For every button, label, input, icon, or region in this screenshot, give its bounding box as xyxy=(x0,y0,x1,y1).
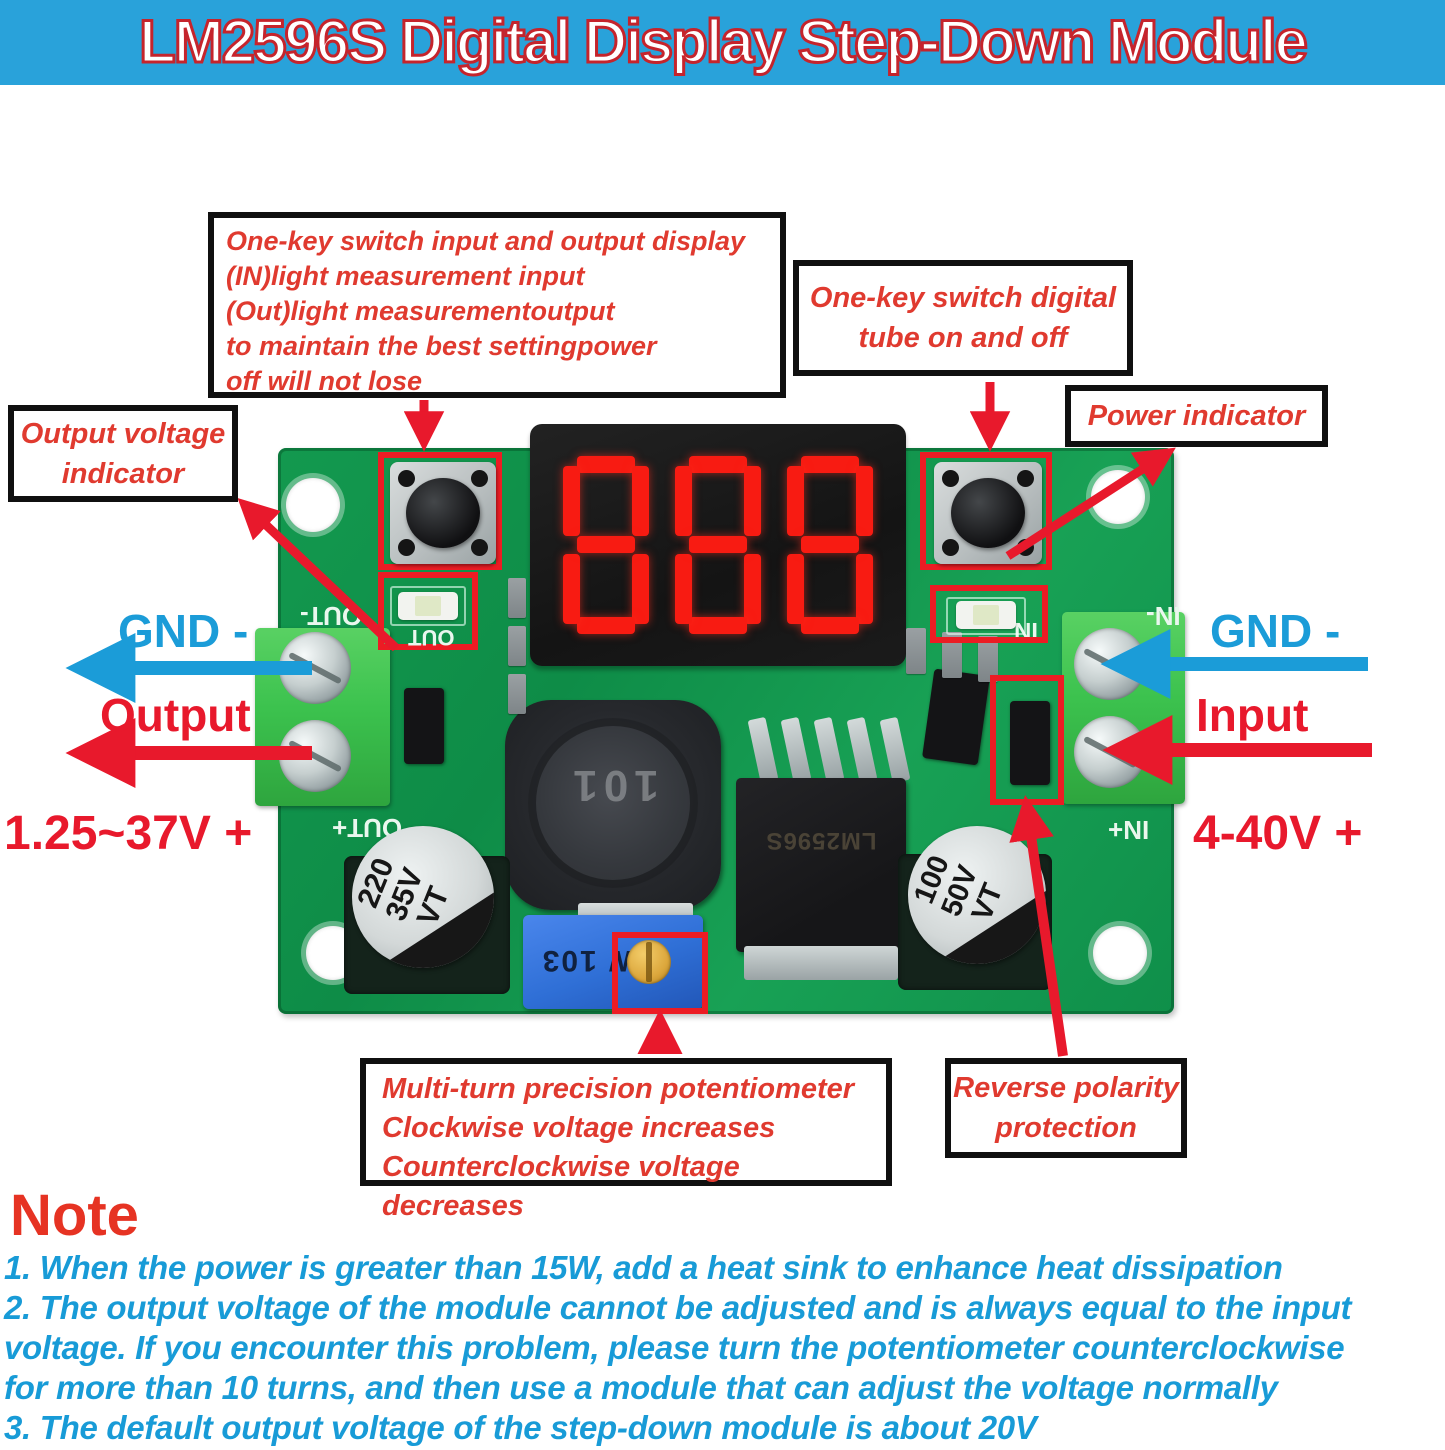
output-terminal xyxy=(255,628,390,806)
silkscreen-out-led: OUT xyxy=(408,625,455,650)
tube-switch-button-highlight xyxy=(920,452,1052,570)
button-pin xyxy=(398,539,415,556)
button-cap xyxy=(406,478,480,548)
button-cap xyxy=(951,478,1025,548)
button-pin xyxy=(1017,539,1034,556)
button-pin xyxy=(942,539,959,556)
inductor: 101 xyxy=(505,700,721,910)
smd-resistor xyxy=(508,674,526,714)
page-title: LM2596S Digital Display Step-Down Module xyxy=(138,7,1310,77)
smd-resistor xyxy=(906,628,926,674)
terminal-screw xyxy=(1074,716,1146,788)
display-digit xyxy=(675,456,761,634)
terminal-screw xyxy=(1074,628,1146,700)
callout-display-switch: One-key switch input and output display … xyxy=(208,212,786,398)
button-pin xyxy=(398,470,415,487)
callout-potentiometer: Multi-turn precision potentiometer Clock… xyxy=(360,1058,892,1222)
smd-resistor xyxy=(508,626,526,666)
label-input-gnd: GND - xyxy=(1210,605,1341,657)
output-led xyxy=(398,592,458,620)
input-led xyxy=(956,601,1016,629)
title-banner: LM2596S Digital Display Step-Down Module xyxy=(0,0,1445,85)
inductor-marking: 101 xyxy=(567,761,659,810)
smd-resistor xyxy=(942,632,962,678)
input-led-highlight xyxy=(930,585,1048,643)
silkscreen-in-minus: IN- xyxy=(1146,601,1181,631)
display-mode-button xyxy=(390,462,496,564)
label-input: Input xyxy=(1196,689,1309,741)
smd-resistor xyxy=(508,578,526,618)
led-chip xyxy=(415,596,441,616)
chip-lead xyxy=(747,716,779,784)
display-mode-button-highlight xyxy=(378,452,502,570)
reverse-diode xyxy=(1010,701,1050,785)
chip-lead xyxy=(846,716,878,784)
output-led-highlight: OUT xyxy=(378,572,478,650)
silkscreen-in-plus: IN+ xyxy=(1108,815,1150,845)
callout-power-indicator: Power indicator xyxy=(1065,385,1328,447)
label-input-range: 4-40V + xyxy=(1193,807,1363,860)
led-chip xyxy=(973,605,999,625)
button-pin xyxy=(942,470,959,487)
label-output: Output xyxy=(100,689,251,741)
mounting-hole xyxy=(1091,470,1145,524)
display-digit xyxy=(787,456,873,634)
capacitor-marking: 100 50V VT xyxy=(908,851,1010,926)
silkscreen-outline xyxy=(946,597,1026,635)
chip-tab xyxy=(744,946,898,980)
terminal-screw xyxy=(279,632,351,704)
regulator-chip: LM2596S xyxy=(736,778,906,952)
button-pin xyxy=(471,539,488,556)
pcb-module: OUT IN OUT- OUT+ IN- IN+ 101 xyxy=(255,424,1185,1014)
button-pin xyxy=(471,470,488,487)
label-output-gnd: GND - xyxy=(118,605,249,657)
display-digit xyxy=(563,456,649,634)
input-terminal xyxy=(1062,612,1185,804)
reverse-diode-highlight xyxy=(990,675,1064,805)
chip-lead xyxy=(879,716,911,784)
label-output-range: 1.25~37V + xyxy=(4,807,253,860)
chip-lead xyxy=(813,716,845,784)
input-capacitor: 100 50V VT xyxy=(908,826,1046,964)
capacitor-marking: 220 35V VT xyxy=(352,853,456,931)
diode xyxy=(404,688,444,764)
output-capacitor: 220 35V VT xyxy=(352,826,494,968)
transistor xyxy=(922,668,990,766)
note-heading: Note xyxy=(10,1183,139,1248)
chip-lead xyxy=(780,716,812,784)
mounting-hole xyxy=(286,478,340,532)
chip-marking: LM2596S xyxy=(765,827,877,854)
callout-output-voltage-indicator: Output voltage indicator xyxy=(8,405,238,502)
callout-reverse-polarity: Reverse polarity protection xyxy=(945,1058,1187,1158)
tube-switch-button xyxy=(934,462,1042,564)
callout-tube-switch: One-key switch digital tube on and off xyxy=(793,260,1133,376)
terminal-screw xyxy=(279,720,351,792)
potentiometer-screw xyxy=(627,940,671,984)
smd-resistor xyxy=(978,636,998,682)
mounting-hole xyxy=(1093,926,1147,980)
silkscreen-out-minus: OUT- xyxy=(300,601,363,631)
button-pin xyxy=(1017,470,1034,487)
note-body: 1. When the power is greater than 15W, a… xyxy=(4,1249,1352,1446)
seven-segment-display xyxy=(530,424,906,666)
inductor-core xyxy=(528,718,698,888)
